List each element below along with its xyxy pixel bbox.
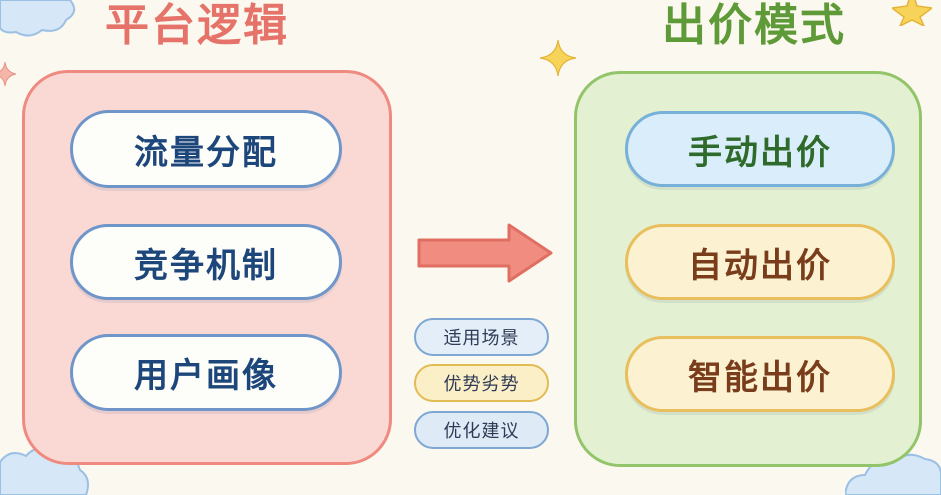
star-top-right-icon [892,0,932,26]
left-item-competition: 竞争机制 [70,224,342,300]
right-item-auto-bid: 自动出价 [625,224,895,300]
right-arrow-icon [417,223,553,283]
right-item-manual-bid: 手动出价 [625,111,895,187]
tag-pros-cons: 优势劣势 [414,364,549,402]
left-item-traffic: 流量分配 [70,110,342,188]
left-item-user-profile: 用户画像 [70,334,342,411]
sparkle-left-edge-icon [0,62,16,86]
left-title: 平台逻辑 [105,0,289,51]
right-item-smart-bid: 智能出价 [625,336,895,412]
sparkle-top-center-icon [540,40,576,76]
tag-optimization: 优化建议 [414,411,549,449]
tag-use-cases: 适用场景 [414,318,549,356]
right-title: 出价模式 [662,0,846,51]
cloud-top-left-icon [0,0,76,37]
